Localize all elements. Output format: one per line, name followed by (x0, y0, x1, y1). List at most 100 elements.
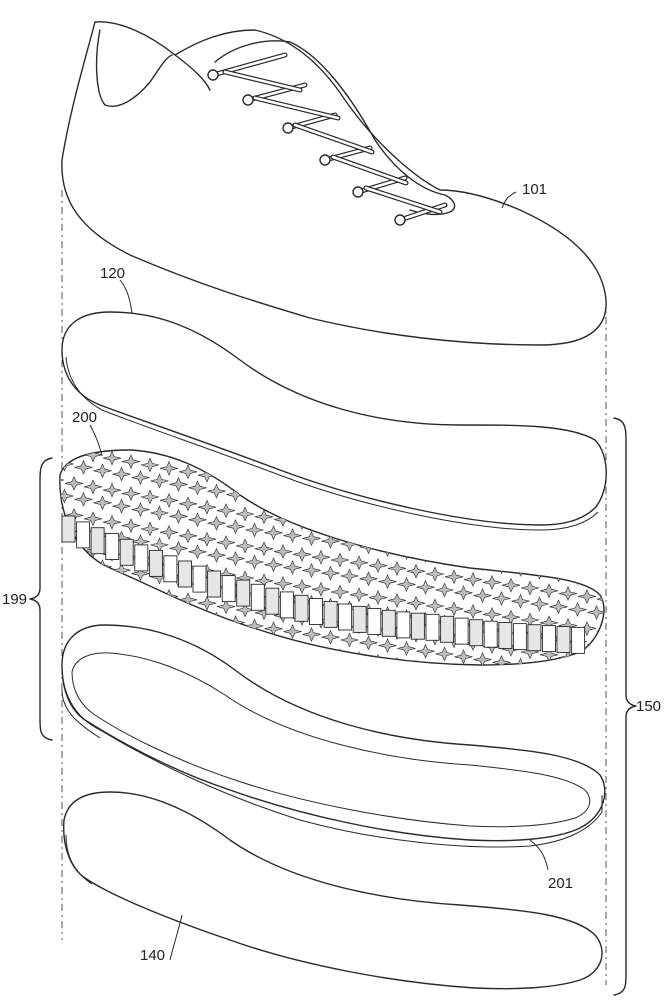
lattice-cell (502, 675, 520, 689)
lattice-cell (626, 547, 644, 561)
label-150: 150 (636, 698, 661, 715)
lattice-cell (369, 527, 387, 541)
lattice-cell (379, 511, 397, 525)
lattice-cell (626, 579, 644, 593)
lattice-cell (493, 688, 511, 702)
lattice-cell (312, 679, 330, 693)
lattice-wall-cell (441, 616, 454, 642)
lattice-cell (426, 535, 444, 549)
lattice-cell (170, 606, 188, 620)
lattice-cell (56, 617, 74, 631)
lattice-cell (645, 550, 663, 564)
lattice-cell (616, 563, 634, 577)
lattice-wall-cell (557, 627, 570, 653)
lattice-cell (569, 731, 587, 745)
lattice-cell (341, 665, 359, 679)
lattice-cell (635, 726, 653, 740)
lattice-cell (607, 641, 625, 655)
lattice-cell (635, 662, 653, 676)
lattice-cell (607, 577, 625, 591)
lattice-wall-cell (324, 601, 337, 627)
lattice-cell (407, 693, 425, 707)
lattice-cell (46, 505, 64, 519)
lattice-cell (483, 544, 501, 558)
label-201: 201 (548, 875, 573, 892)
lattice-cell (265, 654, 283, 668)
lattice-wall-cell (397, 612, 410, 638)
lattice-wall-cell (426, 614, 439, 640)
lattice-cell (578, 718, 596, 732)
lattice-cell (227, 648, 245, 662)
lattice-cell (388, 530, 406, 544)
lattice-cell (341, 697, 359, 711)
lattice-wall-cell (499, 623, 512, 649)
lattice-cell (398, 514, 416, 528)
lattice-cell (436, 679, 454, 693)
lattice-cell (483, 672, 501, 686)
lattice-cell (151, 602, 169, 616)
lattice-cell (56, 585, 74, 599)
lattice-cell (303, 500, 321, 513)
lattice-wall-cell (106, 534, 119, 560)
lattice-cell (578, 558, 596, 572)
lattice-cell (312, 487, 330, 501)
lattice-cell (113, 596, 131, 610)
lattice-cell (540, 680, 558, 694)
lattice-cell (550, 536, 568, 550)
lattice-cell (483, 704, 501, 718)
lattice-cell (531, 533, 549, 547)
lattice-cell (255, 478, 273, 492)
lattice-cell (464, 541, 482, 555)
lattice-cell (312, 519, 330, 533)
lattice-cell (455, 714, 473, 728)
lattice-cell (626, 675, 644, 689)
lattice-cell (75, 589, 93, 603)
lattice-cell (189, 609, 207, 623)
lattice-cell (436, 711, 454, 725)
lattice-cell (217, 632, 235, 646)
lattice-cell (607, 705, 625, 719)
label-200: 200 (72, 409, 97, 426)
lattice-cell (84, 576, 102, 590)
lattice-cell (56, 553, 74, 567)
lattice-cell (559, 555, 577, 569)
lattice-cell (502, 547, 520, 561)
lattice-cell (502, 707, 520, 721)
lattice-cell (255, 670, 273, 684)
lattice-cell (464, 669, 482, 683)
lattice-cell (255, 638, 273, 652)
lattice-cell (559, 523, 577, 537)
lattice-cell (616, 531, 634, 545)
lattice-cell (635, 598, 653, 612)
lattice-cell (274, 641, 292, 655)
lattice-cell (607, 673, 625, 687)
lattice-cell (103, 612, 121, 626)
lattice-cell (246, 651, 264, 665)
label-140: 140 (140, 947, 165, 964)
lattice-cell (417, 517, 435, 531)
lattice-cell (236, 635, 254, 649)
lattice-wall-cell (222, 576, 235, 602)
bracket-150 (614, 418, 636, 995)
lattice-cell (46, 569, 64, 583)
lattice-cell (474, 717, 492, 731)
lattice-cell (341, 505, 359, 519)
lattice-cell (284, 657, 302, 671)
lattice-cell (274, 673, 292, 687)
lattice-cell (588, 574, 606, 588)
lattice-cell (331, 521, 349, 535)
lattice-cell (445, 698, 463, 712)
lattice-cell (626, 739, 644, 753)
lattice-cell (65, 605, 83, 619)
lattice-cell (588, 670, 606, 684)
lattice-wall-cell (135, 545, 148, 571)
lattice-wall-cell (280, 592, 293, 618)
lattice-cell (379, 671, 397, 685)
lattice-wall-cell (455, 618, 468, 644)
lattice-cell (322, 695, 340, 709)
lattice-cell (512, 691, 530, 705)
lattice-cell (94, 592, 112, 606)
lattice-cell (198, 629, 216, 643)
lattice-cell (607, 737, 625, 751)
lattice-cell (407, 533, 425, 547)
